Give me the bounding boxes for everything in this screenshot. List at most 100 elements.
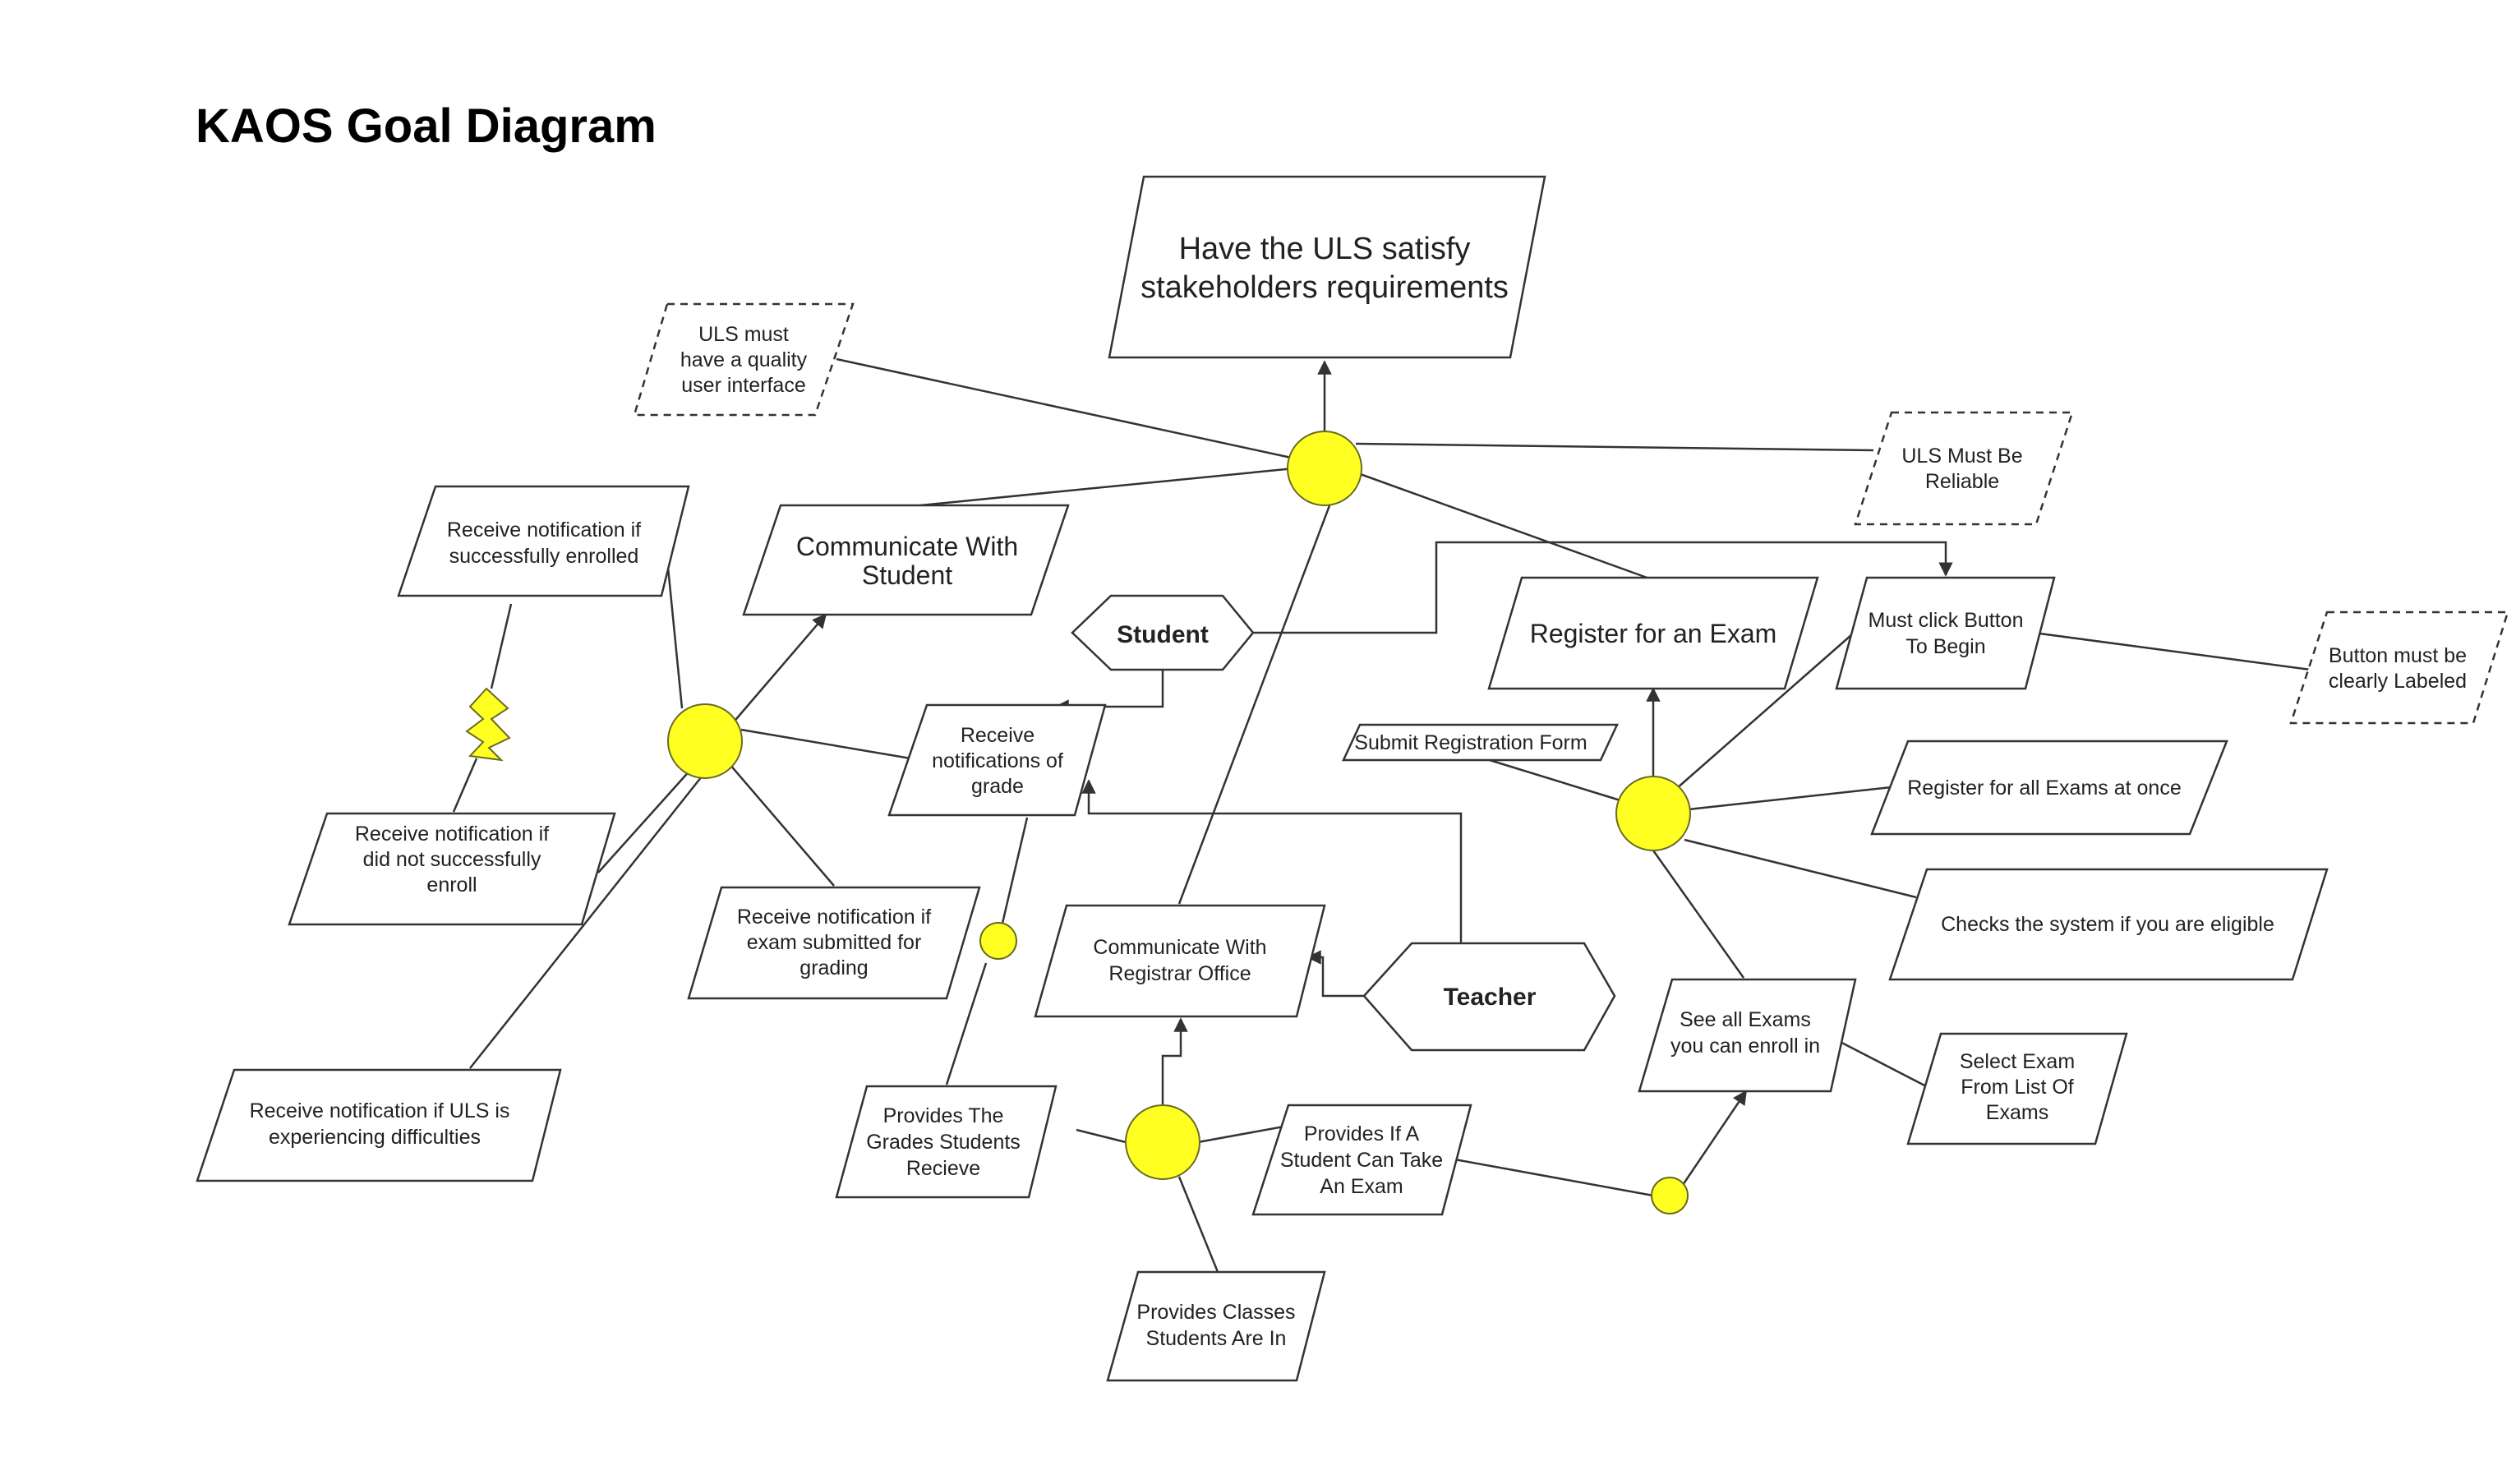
goal-receive-enrolled-shape (397, 485, 690, 597)
edge-topcircle-reliable (1355, 442, 1874, 452)
goal-provides-grades-line-3: Recieve (906, 1157, 980, 1180)
edge-bottomcircle-communicate-registrar (1161, 1017, 1188, 1105)
edge-leftcircle-communicate-student (730, 613, 827, 726)
goal-see-all-line-1: See all Exams (1680, 1008, 1811, 1031)
edge-see-all-select-exam (1830, 1035, 1932, 1090)
edge-teacher-receive-grade (1081, 779, 1463, 943)
goal-receive-enrolled-line-2: successfully enrolled (449, 545, 639, 568)
edge-leftcircle-receive-grade (740, 728, 921, 762)
edge-smallcircle-see-all (1681, 1090, 1748, 1186)
goal-communicate-student-line-2: Student (862, 560, 952, 590)
goal-register-exam-line-1: Register for an Exam (1530, 619, 1777, 648)
goal-not-enrolled-shape (288, 812, 616, 926)
goal-not-enrolled-line-1: Receive notification if (355, 823, 549, 846)
goal-must-click-line-1: Must click Button (1869, 609, 2024, 632)
goal-receive-grade-line-3: grade (971, 775, 1024, 798)
diagram-title: KAOS Goal Diagram (196, 99, 657, 153)
edge-leftcircle-exam-submitted (729, 763, 835, 887)
goal-select-exam-line-2: From List Of (1961, 1076, 2074, 1099)
edge-obstacle-not-enrolled (452, 758, 478, 813)
goal-communicate-registrar-line-2: Registrar Office (1108, 962, 1251, 985)
edges (452, 357, 2311, 1273)
goal-exam-submitted-line-3: grading (799, 956, 868, 979)
edge-topcircle-quality-ui (836, 357, 1303, 462)
goal-exam-submitted-shape (687, 886, 981, 1000)
goal-provides-classes-shape (1106, 1270, 1326, 1382)
softgoal-reliable-line-2: Reliable (1925, 470, 1999, 493)
obstacle-lightning-icon (465, 687, 511, 762)
softgoal-quality-ui-line-3: user interface (681, 374, 805, 397)
softgoal-labeled-shape (2289, 611, 2509, 725)
goal-receive-enrolled-line-1: Receive notification if (447, 518, 641, 542)
goal-root-line-1: Have the ULS satisfy (1179, 232, 1471, 266)
edge-student-receive-grade (1054, 667, 1164, 714)
refinement-circle-small-right (1651, 1177, 1689, 1214)
goal-receive-grade-shape (887, 703, 1107, 817)
softgoal-quality-ui-line-2: have a quality (680, 348, 808, 371)
goal-difficulties-shape (196, 1068, 562, 1182)
refinement-circle-left (667, 703, 743, 779)
goal-provides-if-line-2: Student Can Take (1280, 1149, 1443, 1172)
goal-not-enrolled-line-2: did not successfully (363, 848, 541, 871)
softgoal-reliable-shape (1854, 411, 2074, 526)
edge-topcircle-communicate-registrar (1177, 500, 1333, 905)
refinement-circle-small-grade (979, 922, 1017, 960)
agent-teacher-shape (1362, 942, 1616, 1052)
goal-provides-grades-line-2: Grades Students (866, 1131, 1021, 1154)
goal-communicate-registrar-shape (1034, 904, 1326, 1018)
goal-select-exam-line-3: Exams (1986, 1101, 2048, 1124)
goal-must-click-line-2: To Begin (1905, 635, 1985, 658)
edge-topcircle-communicate-student (919, 467, 1295, 507)
goal-not-enrolled-line-3: enroll (426, 873, 477, 896)
edge-leftcircle-difficulties (469, 772, 706, 1069)
agent-student-label: Student (1117, 621, 1209, 648)
goal-register-all-shape (1870, 740, 2228, 836)
goal-provides-if-shape (1251, 1104, 1472, 1216)
softgoal-labeled-line-1: Button must be (2329, 644, 2467, 667)
goal-difficulties-line-2: experiencing difficulties (269, 1126, 481, 1149)
refinement-circle-right (1615, 776, 1691, 851)
goal-root-shape (1108, 175, 1546, 359)
shapes (196, 175, 2509, 1382)
goal-see-all-line-2: you can enroll in (1670, 1035, 1820, 1058)
goal-provides-if-line-3: An Exam (1320, 1175, 1403, 1198)
edge-student-must-click (1253, 541, 1953, 634)
edge-teacher-communicate-registrar (1306, 950, 1364, 998)
goal-receive-grade-line-2: notifications of (932, 749, 1063, 772)
goal-submit-form-line-1: Submit Registration Form (1354, 731, 1587, 754)
edge-smallcircle-receive-grade (997, 817, 1029, 942)
goal-receive-grade-line-1: Receive (961, 724, 1035, 747)
softgoal-reliable-line-1: ULS Must Be (1901, 445, 2022, 468)
goal-provides-classes-line-1: Provides Classes (1136, 1301, 1295, 1324)
edge-bottomcircle-provides-grades (1076, 1128, 1127, 1144)
goal-root-line-2: stakeholders requirements (1140, 270, 1509, 305)
edge-topcircle-register-exam (1355, 471, 1652, 581)
goal-submit-form-shape (1342, 723, 1619, 762)
goal-difficulties-line-1: Receive notification if ULS is (250, 1099, 510, 1122)
edge-must-click-labeled (2033, 631, 2311, 671)
refinement-circle-top (1287, 431, 1362, 506)
edge-rightcircle-register-all (1688, 786, 1892, 811)
goal-must-click-shape (1835, 576, 2056, 690)
edge-bottomcircle-provides-classes (1177, 1176, 1219, 1273)
goal-select-exam-line-1: Select Exam (1960, 1050, 2075, 1073)
goal-register-all-line-1: Register for all Exams at once (1907, 777, 2181, 800)
goal-provides-grades-shape (835, 1085, 1058, 1199)
goal-communicate-registrar-line-1: Communicate With (1093, 936, 1266, 959)
edge-rightcircle-see-all (1652, 850, 1745, 979)
edge-rightcircle-submit-form (1470, 753, 1624, 803)
edge-obstacle-receive-enrolled (490, 603, 513, 689)
edge-leftcircle-not-enrolled (597, 767, 693, 873)
softgoal-quality-ui-line-1: ULS must (698, 323, 789, 346)
goal-provides-classes-line-2: Students Are In (1146, 1327, 1287, 1350)
edge-provides-if-smallcircle (1449, 1157, 1654, 1197)
goal-checks-eligible-shape (1888, 868, 2329, 981)
labels: Have the ULS satisfy stakeholders requir… (250, 232, 2467, 1350)
goal-exam-submitted-line-2: exam submitted for (747, 931, 922, 954)
goal-exam-submitted-line-1: Receive notification if (737, 906, 931, 929)
agent-student-shape (1071, 594, 1255, 671)
edge-bottomcircle-provides-if (1197, 1124, 1289, 1144)
edge-smallcircle-provides-grades (945, 962, 988, 1085)
softgoal-labeled-line-2: clearly Labeled (2329, 670, 2467, 693)
